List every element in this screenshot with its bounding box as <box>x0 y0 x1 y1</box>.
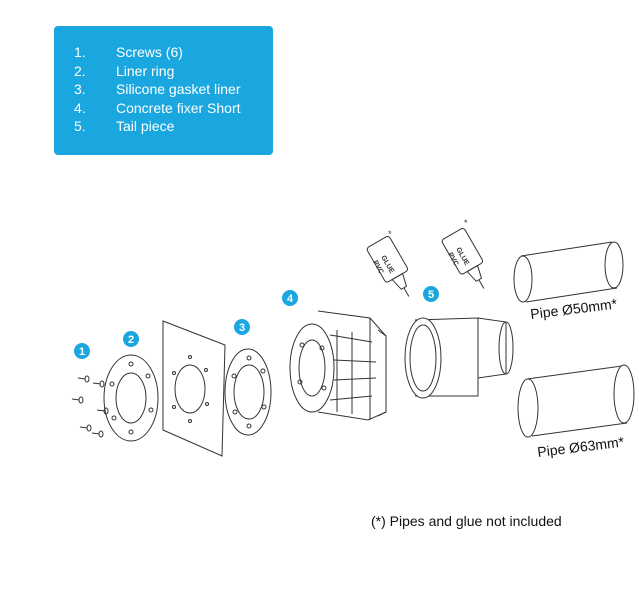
footnote: (*) Pipes and glue not included <box>371 513 562 529</box>
screw <box>77 375 90 383</box>
legend-label-liner-ring: Liner ring <box>116 62 175 79</box>
screw <box>71 396 84 404</box>
tail-piece <box>404 317 514 399</box>
glue-bottle-left <box>366 236 410 297</box>
liner-sheet <box>162 320 226 457</box>
callout-5-label: 5 <box>428 289 434 301</box>
screw <box>92 380 105 388</box>
silicone-gasket <box>224 348 272 436</box>
parts-legend: 1.Screws (6) 2.Liner ring 3.Silicone gas… <box>54 26 273 155</box>
callout-2 <box>123 331 139 347</box>
glue-left-asterisk: * <box>388 229 392 239</box>
legend-item-tail-piece: 5.Tail piece <box>74 118 175 135</box>
legend-item-concrete-fixer: 4.Concrete fixer Short <box>74 99 241 116</box>
callout-4-label: 4 <box>287 293 294 305</box>
pipe-63mm <box>517 364 635 438</box>
parts-list: 1.Screws (6) 2.Liner ring 3.Silicone gas… <box>74 43 241 136</box>
glue-right-asterisk: * <box>464 218 468 228</box>
callout-1-label: 1 <box>79 346 85 358</box>
callout-4 <box>282 290 298 306</box>
pipe-63mm-label: Pipe Ø63mm* <box>536 433 625 460</box>
screw <box>91 430 104 438</box>
legend-item-screws: 1.Screws (6) <box>74 44 183 60</box>
legend-item-liner-ring: 2.Liner ring <box>74 62 175 79</box>
callout-5 <box>423 286 439 302</box>
concrete-fixer <box>289 310 387 421</box>
screw <box>96 407 109 415</box>
legend-label-gasket: Silicone gasket liner <box>116 81 241 98</box>
callout-3-label: 3 <box>239 322 245 334</box>
legend-label-tail-piece: Tail piece <box>116 118 175 135</box>
callout-1 <box>74 343 90 359</box>
legend-label-screws: Screws (6) <box>116 44 183 60</box>
legend-label-concrete-fixer: Concrete fixer Short <box>116 99 241 116</box>
pipe-50mm <box>513 241 624 303</box>
callout-2-label: 2 <box>128 334 134 346</box>
screw <box>79 424 92 432</box>
screws <box>71 375 109 438</box>
callout-3 <box>234 319 250 335</box>
glue-bottle-right <box>441 228 485 289</box>
liner-ring <box>103 354 159 442</box>
legend-item-gasket: 3.Silicone gasket liner <box>74 81 241 98</box>
